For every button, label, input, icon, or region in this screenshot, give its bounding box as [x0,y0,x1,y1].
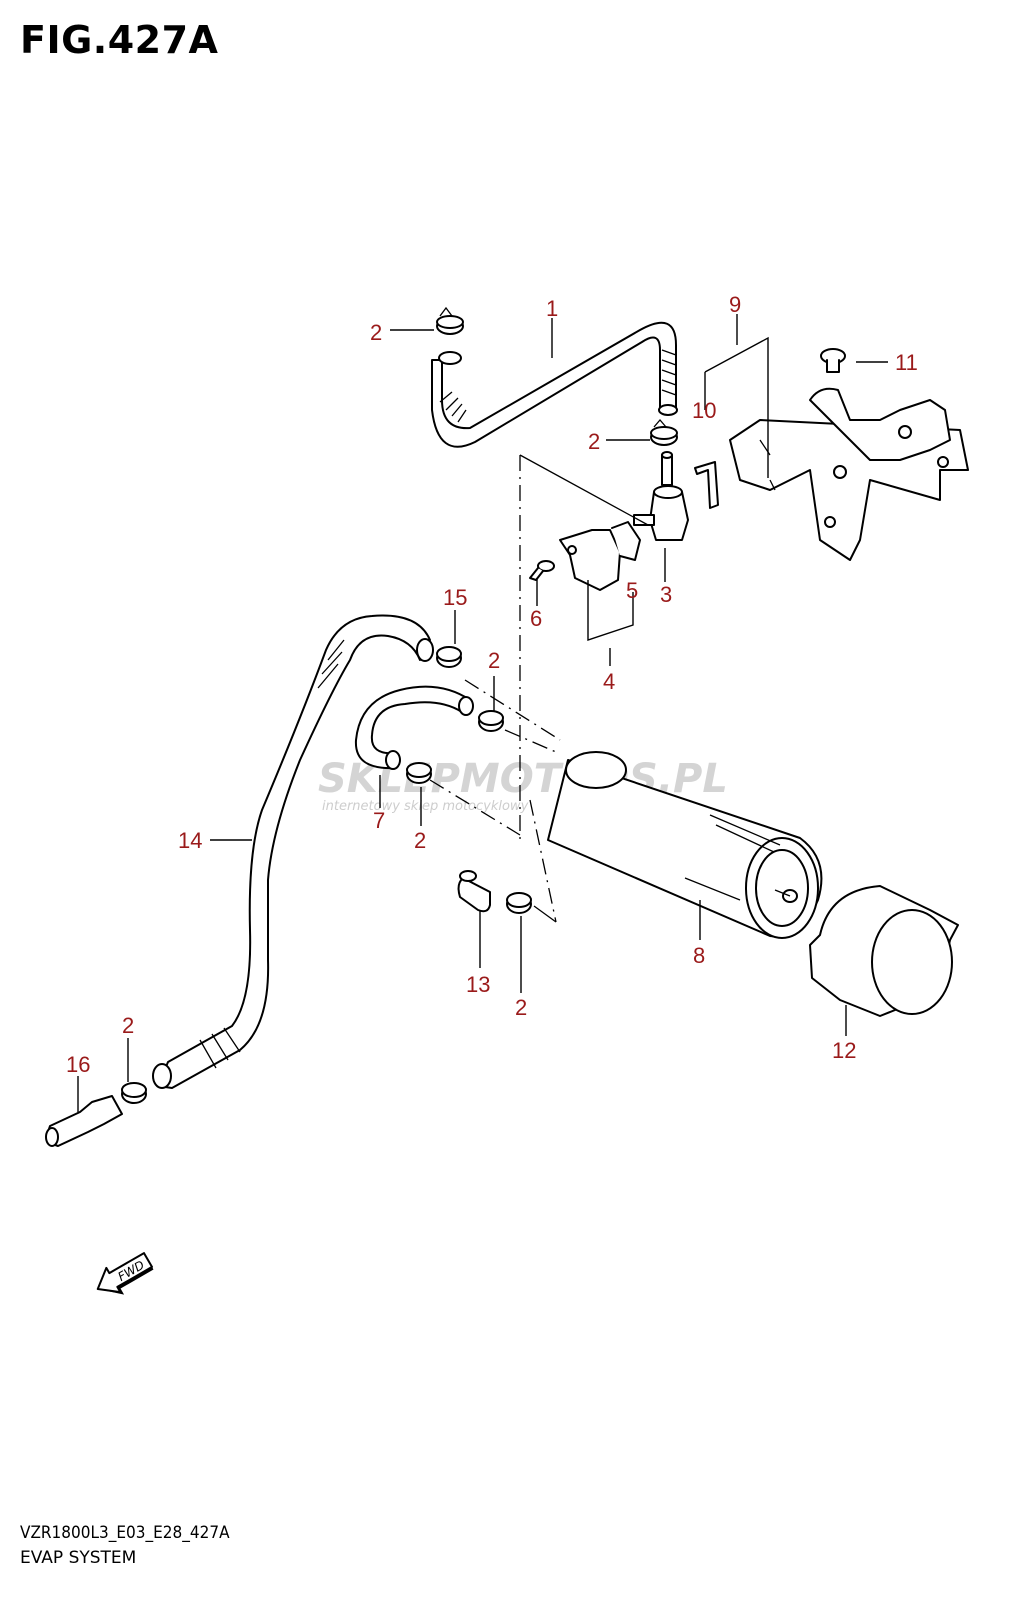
hose-part-7 [354,685,474,770]
callout-2: 2 [122,1013,134,1038]
screw-part-6 [529,560,555,581]
callout-2: 2 [488,648,500,673]
hose-part-1 [431,321,678,448]
callout-2: 2 [370,320,382,345]
callout-6: 6 [530,606,542,631]
callout-2: 2 [414,828,426,853]
callout-1: 1 [546,296,558,321]
hose-part-13 [457,870,491,913]
clamp-icon [121,1082,147,1104]
clamp-icon [478,710,504,732]
callout-13: 13 [466,972,490,997]
fwd-arrow-icon: FWD [96,1252,154,1295]
callouts: 2 1 2 9 10 11 3 5 6 4 15 2 7 2 14 8 12 1… [66,292,918,1077]
callout-14: 14 [178,828,202,853]
figure-title: FIG.427A [20,18,219,62]
cover-part-12 [809,885,959,1017]
callout-10: 10 [692,398,716,423]
bolt-part-11 [820,348,846,373]
clamp-icon [436,306,464,335]
clip-part-10 [694,461,719,509]
callout-7: 7 [373,808,385,833]
callout-2: 2 [588,429,600,454]
callout-2: 2 [515,995,527,1020]
fitting-part-16 [45,1095,123,1147]
callout-4: 4 [603,669,615,694]
clamp-icon [650,419,678,446]
clamp-icon [406,762,432,784]
hose-part-14 [152,614,434,1089]
callout-5: 5 [626,578,638,603]
assembly-lines [429,454,649,923]
callout-8: 8 [693,943,705,968]
canister-part-8 [547,751,823,939]
callout-9: 9 [729,292,741,317]
watermark-tagline: internetowy sklep motocyklowy [322,799,529,814]
diagram-code: VZR1800L3_E03_E28_427A [20,1523,230,1543]
callout-12: 12 [832,1038,856,1063]
bracket-part-9 [729,387,969,561]
callout-16: 16 [66,1052,90,1077]
leader-lines [77,314,888,1112]
clamp-icon [436,646,462,668]
clamp-bracket-part-5 [559,521,641,591]
diagram-name: EVAP SYSTEM [20,1548,137,1568]
callout-3: 3 [660,582,672,607]
clamp-icon [506,892,532,914]
callout-15: 15 [443,585,467,610]
valve-part-3 [633,451,689,541]
callout-11: 11 [895,350,918,375]
